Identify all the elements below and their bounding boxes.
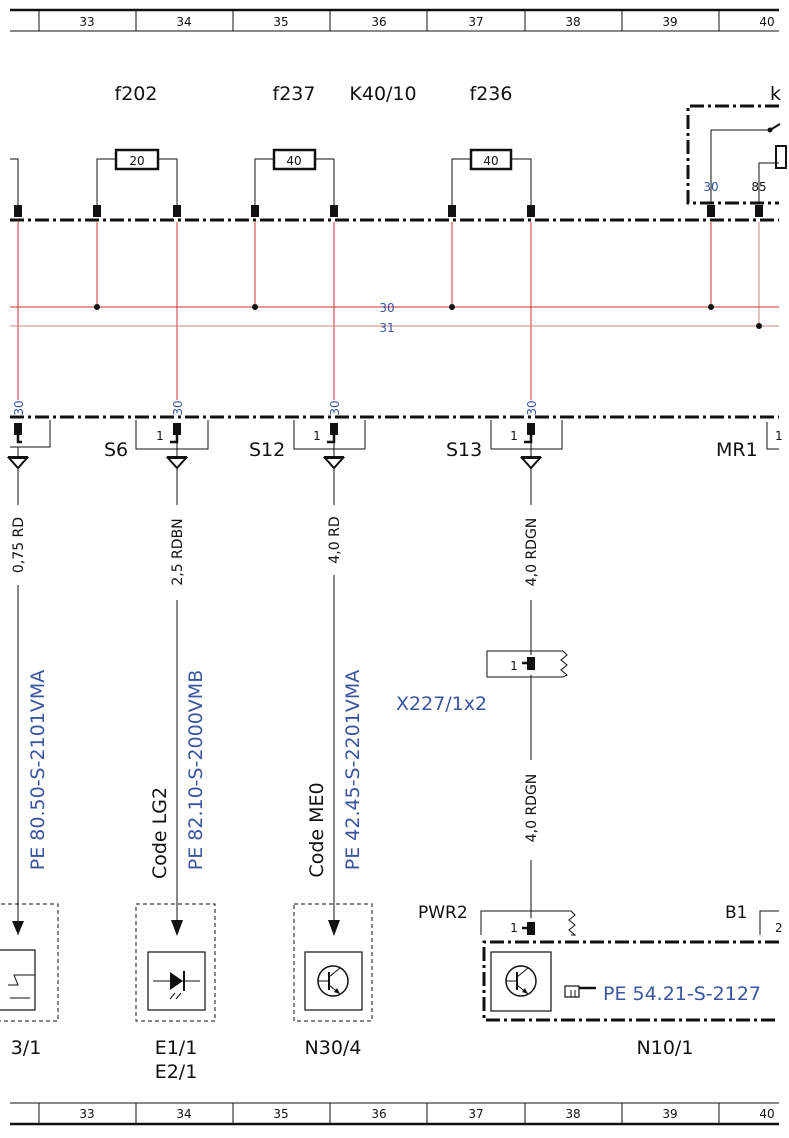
component-n10-1: 1 PE 54.21-S-2127: [480, 910, 779, 1022]
module-label: K40/10: [349, 83, 416, 105]
conn-pin-30-c: 30: [328, 400, 342, 415]
wire-label-1: 0,75 RD: [11, 517, 27, 573]
conn-pin-30-b: 30: [171, 400, 185, 415]
plug-symbols: [6, 442, 543, 470]
pointing-hand-icon: [564, 985, 596, 998]
conn-pin-30-d: 30: [525, 400, 539, 415]
connector-x227: 1: [486, 650, 568, 678]
relay-pin-85: 85: [751, 180, 766, 194]
bus-label-30: 30: [379, 301, 394, 315]
component-3-1: [0, 903, 59, 1022]
ruler-bottom-37: 37: [468, 1107, 483, 1121]
connector-s6: 1: [135, 420, 209, 450]
x227-pin-1: 1: [510, 659, 518, 673]
s6-pin-1: 1: [156, 429, 164, 443]
relay-box: 30 85: [686, 104, 787, 205]
code-me0: Code ME0: [306, 782, 328, 877]
ruler-top-34: 34: [176, 15, 191, 29]
relay-label: k: [770, 83, 781, 105]
ruler-bottom-38: 38: [565, 1107, 580, 1121]
pwr2-pin-1: 1: [510, 921, 518, 935]
fuse-rating-f237: 40: [286, 154, 301, 168]
ruler-bottom-35: 35: [273, 1107, 288, 1121]
ruler-bottom-36: 36: [371, 1107, 386, 1121]
b1-pin-2: 2: [775, 921, 783, 935]
connector-b1: 2: [759, 910, 783, 935]
conn-pin-30-a: 30: [12, 400, 26, 415]
component-e1-1: [135, 903, 216, 1022]
s12-pin-1: 1: [313, 429, 321, 443]
component-label-e2-1: E2/1: [155, 1061, 198, 1083]
component-label-3-1: 3/1: [11, 1037, 42, 1059]
label-b1: B1: [725, 903, 747, 923]
ruler-bottom-34: 34: [176, 1107, 191, 1121]
code-lg2: Code LG2: [149, 787, 171, 879]
mr1-pin-1: 1: [775, 429, 783, 443]
ruler-bottom-33: 33: [79, 1107, 94, 1121]
component-label-e1-1: E1/1: [155, 1037, 198, 1059]
fuse-f236: 40: [451, 148, 532, 215]
top-connector-pins: [14, 205, 763, 217]
s13-pin-1: 1: [510, 429, 518, 443]
pe-ref-1: PE 80.50-S-2101VMA: [27, 670, 49, 870]
fuse-label-f236: f236: [470, 83, 513, 105]
fuse-rating-f236: 40: [483, 154, 498, 168]
external-wires: [17, 468, 532, 935]
wire-label-4: 4,0 RDGN: [524, 518, 540, 587]
connector-x227-label: X227/1x2: [396, 693, 487, 715]
connector-s12: 1: [293, 420, 366, 450]
connector-s13: 1: [490, 420, 563, 450]
bus-label-31: 31: [379, 321, 394, 335]
ruler-bottom-40: 40: [759, 1107, 774, 1121]
connector-left: [10, 420, 51, 448]
top-ruler: 33 34 35 36 37 38 39 40: [10, 8, 779, 32]
ruler-bottom-39: 39: [662, 1107, 677, 1121]
fuse-f202: 20: [96, 148, 178, 215]
component-n30-4: [293, 903, 373, 1022]
pe-ref-3: PE 42.45-S-2201VMA: [342, 670, 364, 870]
ruler-top-35: 35: [273, 15, 288, 29]
bottom-ruler: 33 34 35 36 37 38 39 40: [10, 1102, 779, 1126]
pe-ref-2: PE 82.10-S-2000VMB: [185, 670, 207, 870]
connector-mr1: 1: [766, 422, 783, 450]
ruler-top-33: 33: [79, 15, 94, 29]
ruler-top-39: 39: [662, 15, 677, 29]
label-s12: S12: [249, 439, 285, 461]
fuse-rating-f202: 20: [129, 154, 144, 168]
ruler-top-37: 37: [468, 15, 483, 29]
relay-pin-30: 30: [703, 180, 718, 194]
ruler-top-36: 36: [371, 15, 386, 29]
wire-label-3: 4,0 RD: [327, 516, 343, 563]
label-pwr2: PWR2: [418, 903, 468, 923]
wire-label-5: 4,0 RDGN: [524, 774, 540, 843]
component-label-n30-4: N30/4: [305, 1037, 362, 1059]
label-mr1: MR1: [716, 439, 758, 461]
label-s13: S13: [446, 439, 482, 461]
fuse-f237: 40: [254, 148, 335, 215]
label-s6: S6: [104, 439, 128, 461]
ruler-top-38: 38: [565, 15, 580, 29]
component-label-n10-1: N10/1: [637, 1037, 694, 1059]
fuse-label-f202: f202: [115, 83, 158, 105]
pe-ref-4: PE 54.21-S-2127: [603, 983, 761, 1005]
internal-wires: [10, 222, 779, 400]
fuse-label-f237: f237: [273, 83, 316, 105]
ruler-top-40: 40: [759, 15, 774, 29]
wire-label-2: 2,5 RDBN: [170, 518, 186, 585]
